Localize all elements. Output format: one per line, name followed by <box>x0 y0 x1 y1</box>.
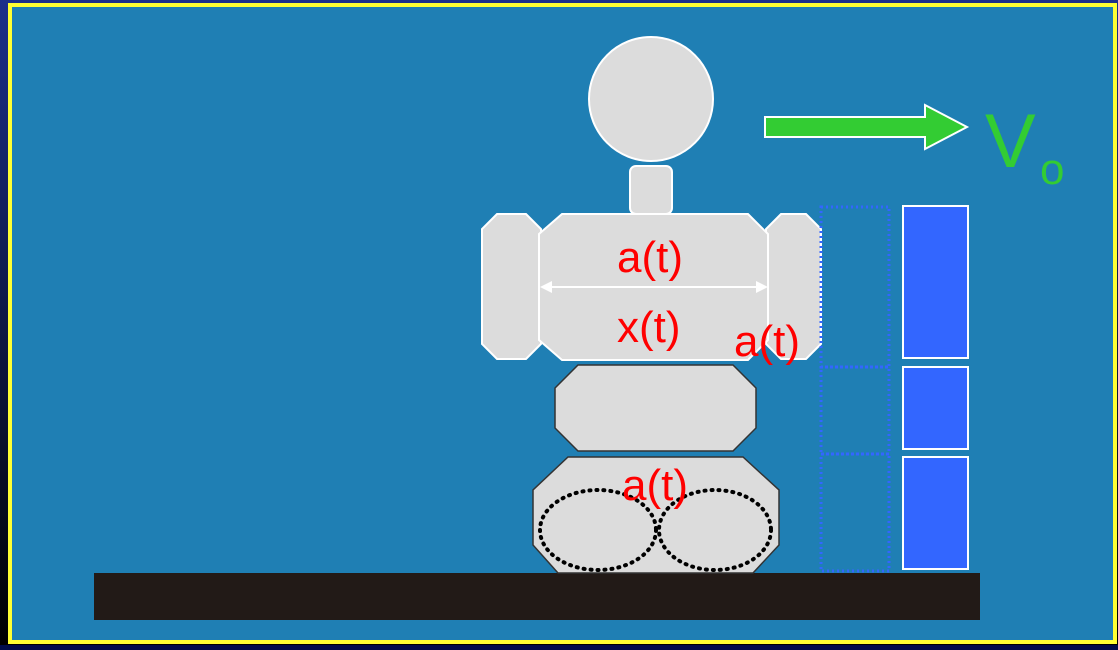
wheel-left <box>538 488 658 572</box>
wheel-right <box>657 488 773 572</box>
velocity-arrow <box>764 103 970 151</box>
base-label: a(t) <box>622 461 688 510</box>
velocity-subscript: o <box>1040 145 1065 194</box>
block-bottom <box>902 456 969 570</box>
width-arrow <box>540 281 768 293</box>
dotted-blocks-outline <box>819 205 891 573</box>
robot-base <box>532 456 780 574</box>
arm-label: a(t) <box>734 317 800 366</box>
block-top <box>902 205 969 359</box>
robot-left-arm <box>481 213 542 360</box>
velocity-symbol: V <box>985 99 1036 184</box>
robot-head <box>588 36 714 162</box>
robot-pelvis <box>554 364 757 452</box>
block-middle <box>902 366 969 450</box>
torso-width-label: a(t) <box>617 233 683 282</box>
torso-position-label: x(t) <box>617 303 681 352</box>
ground-bar <box>94 573 980 620</box>
robot-neck <box>629 165 673 215</box>
